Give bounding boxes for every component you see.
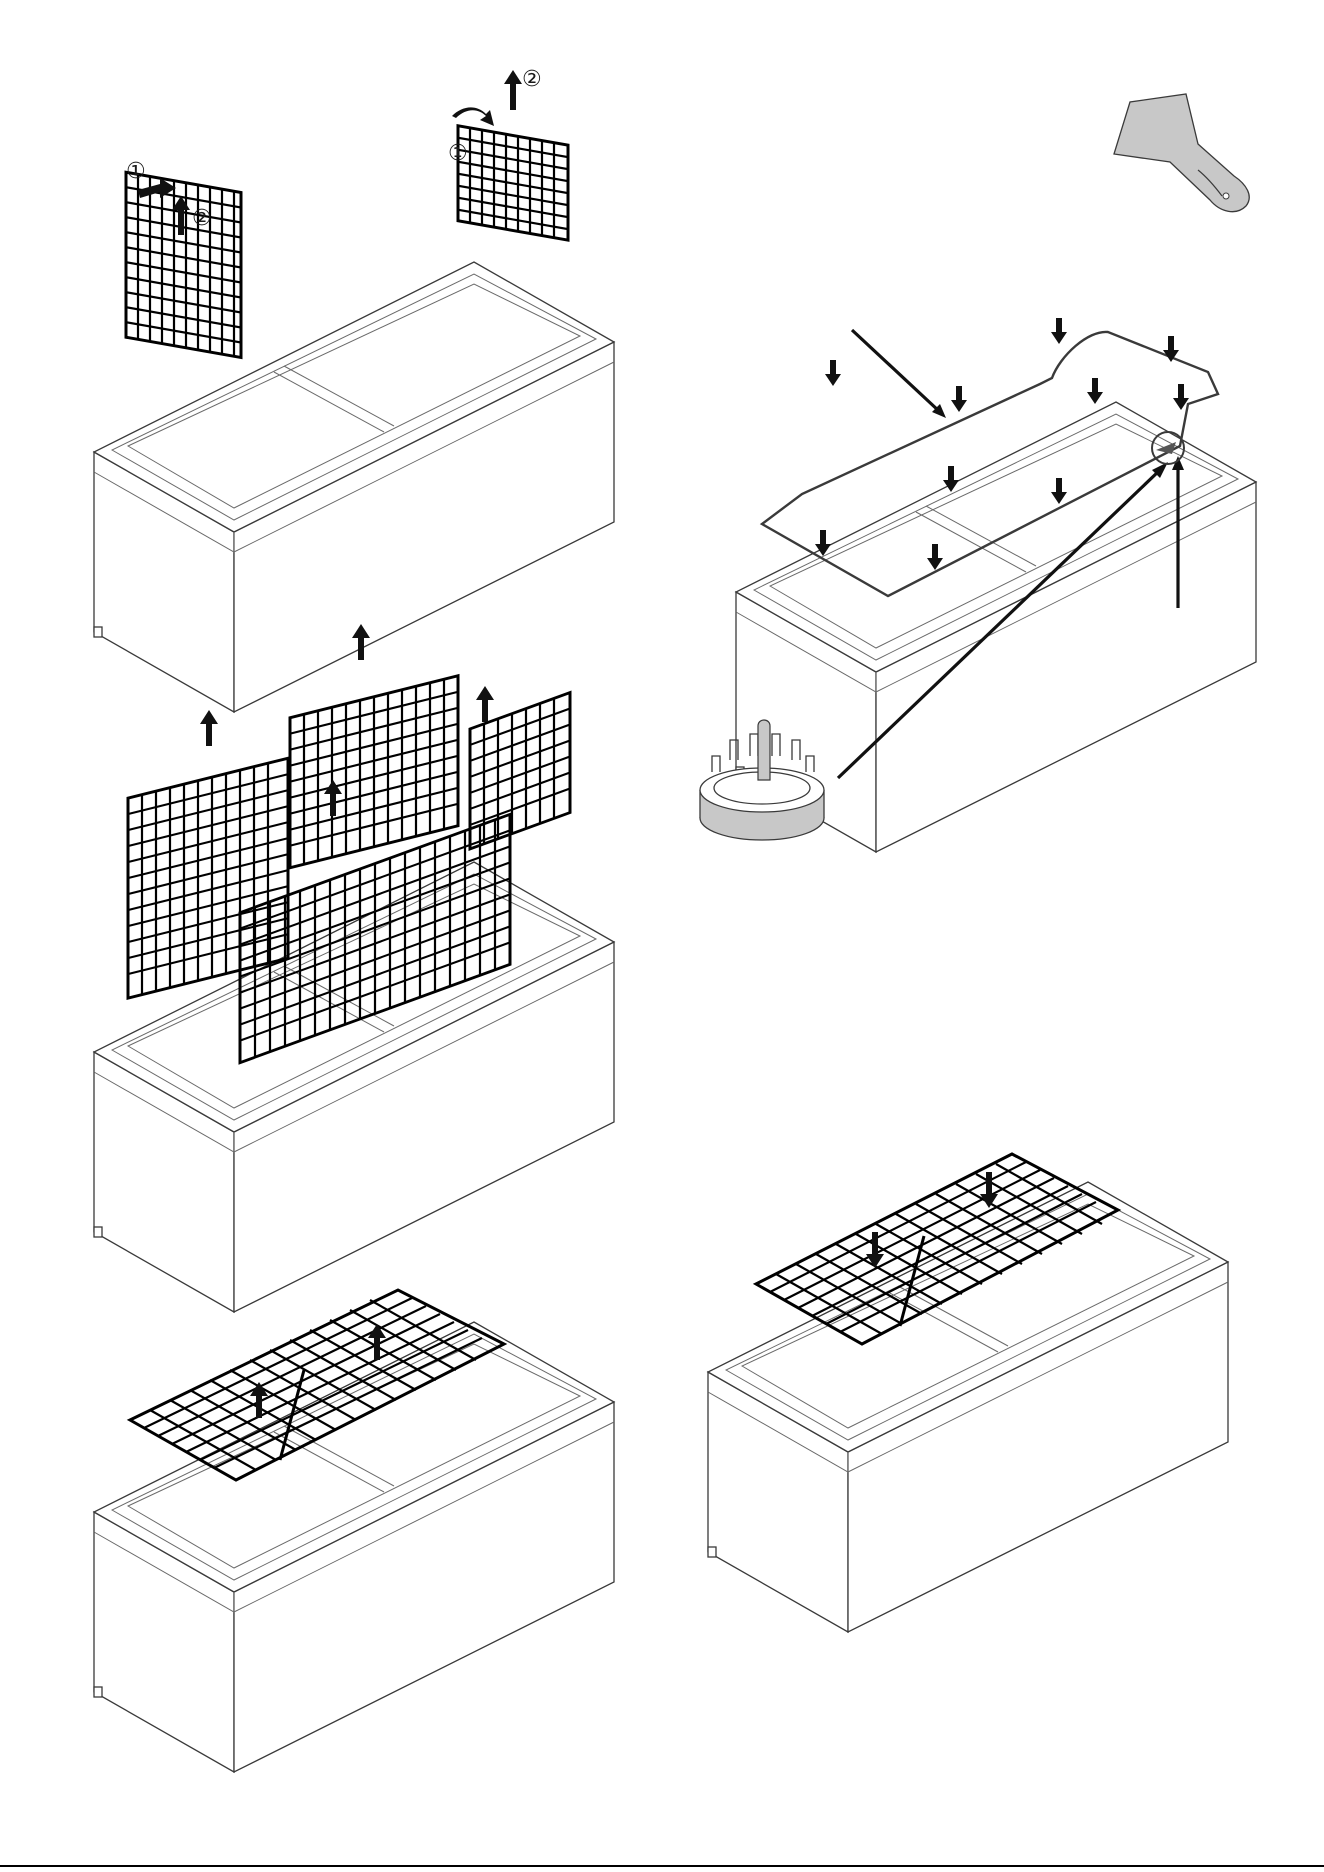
wire-basket-right <box>458 126 568 240</box>
panel-lift-dividers <box>94 862 614 1312</box>
panel-insert-bottom-grid <box>708 1182 1228 1632</box>
panel-lift-bottom-grid <box>94 1322 614 1772</box>
callout-1-left: ① <box>126 159 146 184</box>
callout-1-right: ① <box>448 141 468 166</box>
scraper-icon <box>1114 94 1249 212</box>
pointer-line-liner <box>852 330 940 412</box>
callout-2-right: ② <box>522 67 542 92</box>
callout-2-left: ② <box>192 206 212 231</box>
tilt-arrow-icon <box>452 107 494 126</box>
